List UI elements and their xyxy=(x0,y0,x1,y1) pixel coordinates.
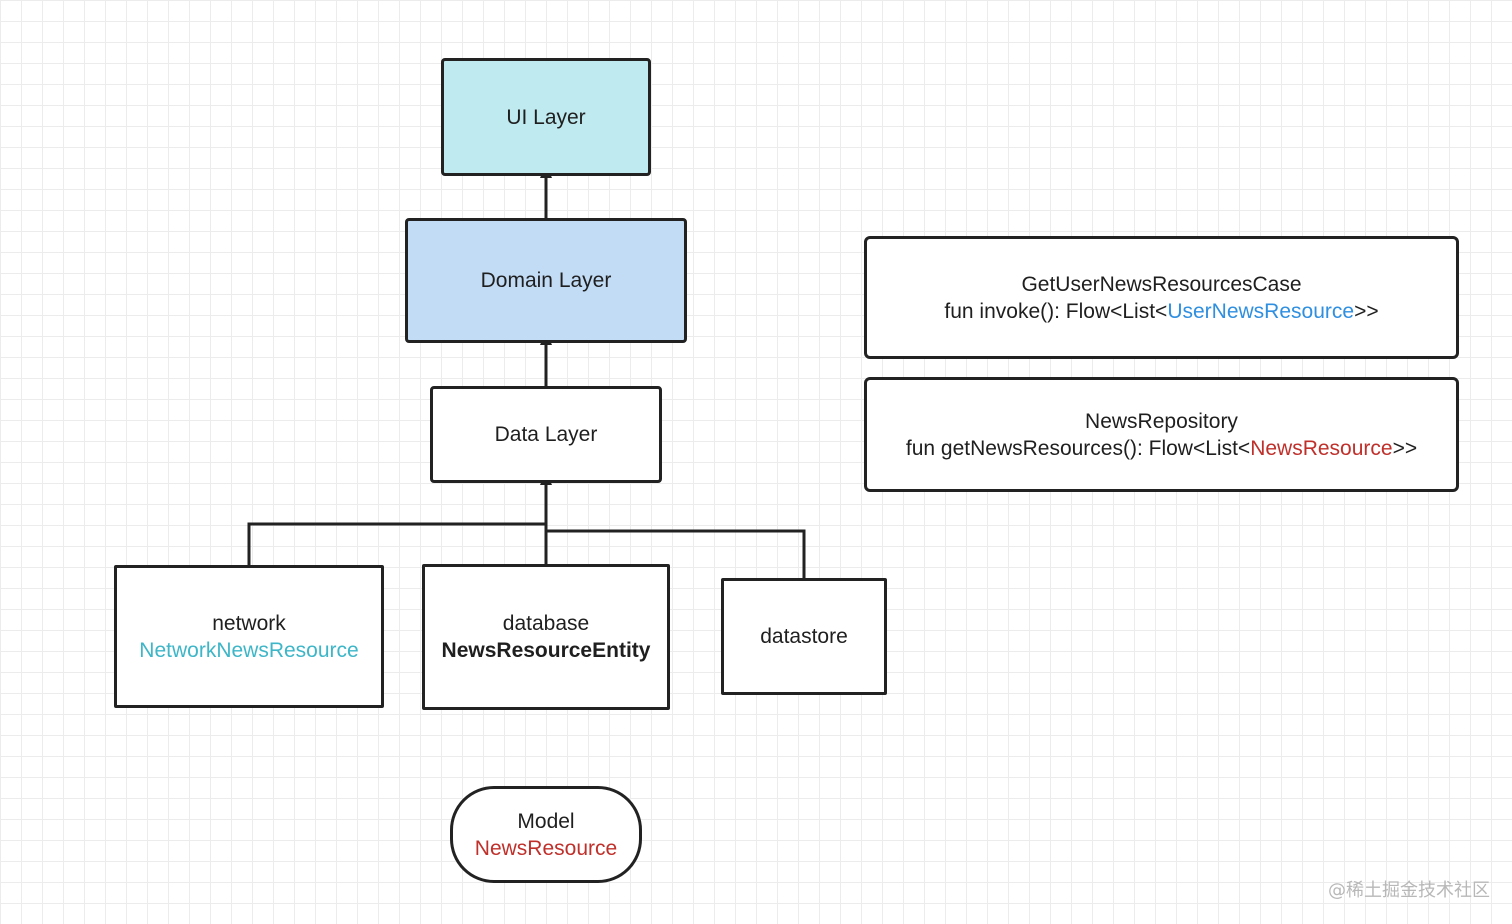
model-label: Model xyxy=(517,809,575,833)
ui-layer-box: UI Layer xyxy=(441,58,651,176)
watermark-text: @稀土掘金技术社区 xyxy=(1328,880,1490,901)
datastore-label: datastore xyxy=(760,625,848,648)
data-layer-label: Data Layer xyxy=(494,423,598,446)
repository-return-type: NewsResource xyxy=(1250,436,1393,460)
repository-signature: fun getNewsResources(): Flow<List<NewsRe… xyxy=(906,435,1417,462)
connector-network xyxy=(247,522,546,565)
model-box: Model NewsResource xyxy=(450,786,642,883)
usecase-name: GetUserNewsResourcesCase xyxy=(1021,272,1302,296)
repository-name: NewsRepository xyxy=(1085,409,1238,433)
database-box: database NewsResourceEntity xyxy=(422,564,670,710)
database-label: database xyxy=(502,612,590,635)
ui-layer-label: UI Layer xyxy=(506,105,586,129)
repository-signature-suffix: >> xyxy=(1392,436,1418,460)
datastore-box: datastore xyxy=(721,578,887,695)
connector-datastore xyxy=(546,529,806,578)
network-label: network xyxy=(212,611,286,635)
repository-box: NewsRepository fun getNewsResources(): F… xyxy=(864,377,1459,492)
model-type-label: NewsResource xyxy=(474,836,618,860)
usecase-box: GetUserNewsResourcesCase fun invoke(): F… xyxy=(864,236,1459,359)
usecase-signature: fun invoke(): Flow<List<UserNewsResource… xyxy=(944,298,1378,325)
usecase-signature-suffix: >> xyxy=(1354,299,1379,323)
repository-signature-prefix: fun getNewsResources(): Flow<List< xyxy=(905,436,1251,460)
network-type-label: NetworkNewsResource xyxy=(139,638,359,662)
network-box: network NetworkNewsResource xyxy=(114,565,384,708)
usecase-return-type: UserNewsResource xyxy=(1167,299,1355,323)
domain-layer-box: Domain Layer xyxy=(405,218,687,343)
usecase-signature-prefix: fun invoke(): Flow<List< xyxy=(944,299,1168,323)
domain-layer-label: Domain Layer xyxy=(480,269,612,292)
database-entity-label: NewsResourceEntity xyxy=(441,639,651,662)
data-layer-box: Data Layer xyxy=(430,386,662,483)
